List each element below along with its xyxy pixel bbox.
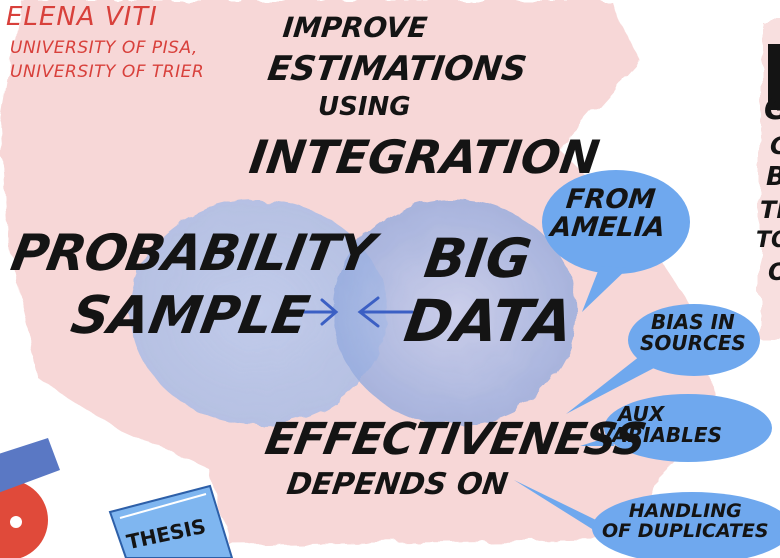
bubble-handling-duplicates — [514, 480, 780, 558]
bubble-from-line-1: FROM — [564, 184, 657, 215]
character-illustration — [0, 438, 60, 558]
title-line-3: USING — [318, 92, 411, 122]
bubble-handling-line-2: OF DUPLICATES — [602, 519, 769, 542]
edge-text-5: TO — [756, 228, 780, 253]
author-name: ELENA VITI — [6, 2, 158, 32]
arrow-right-to-center — [357, 296, 414, 328]
edge-text-1: G — [764, 92, 780, 127]
bubble-aux-line-1: AUX — [618, 402, 665, 426]
venn-left-label-2: SAMPLE — [66, 286, 314, 346]
bubble-bias-line-2: SOURCES — [640, 331, 746, 355]
author-affiliation-1: UNIVERSITY OF PISA, — [10, 38, 198, 58]
bubble-aux-variables — [580, 394, 772, 462]
title-line-2: ESTIMATIONS — [265, 49, 529, 89]
edge-text-4: TI — [760, 196, 780, 224]
author-affiliation-2: UNIVERSITY OF TRIER — [10, 62, 205, 82]
arrow-left-to-center — [288, 298, 339, 326]
bubble-bias-text: BIAS IN SOURCES — [640, 312, 746, 354]
bubble-handling-line-1: HANDLING — [628, 500, 742, 522]
venn-right-circle — [333, 200, 577, 424]
right-edge-mark — [768, 44, 780, 110]
thesis-book — [108, 484, 234, 558]
bubble-from-amelia — [542, 170, 690, 312]
bubble-from-line-2: AMELIA — [548, 212, 667, 244]
edge-text-6: O — [768, 258, 780, 286]
edge-text-3: B — [766, 162, 780, 192]
effectiveness-heading: EFFECTIVENESS — [261, 414, 650, 465]
title-line-4: INTEGRATION — [246, 130, 603, 184]
bubble-aux-line-2: VARIABLES — [598, 423, 722, 447]
venn-left-label-1: PROBABILITY — [6, 224, 379, 282]
title-line-1: IMPROVE — [281, 11, 429, 44]
venn-left-circle — [130, 200, 386, 424]
bubble-from-amelia-text: FROM AMELIA — [548, 184, 669, 244]
edge-text-2: C — [770, 132, 780, 160]
bubble-bias-sources — [566, 304, 760, 414]
bubble-aux-text: AUX VARIABLES — [598, 404, 722, 446]
bubble-bias-line-1: BIAS IN — [651, 310, 735, 334]
bubble-handling-text: HANDLING OF DUPLICATES — [602, 500, 769, 542]
venn-right-label-1: BIG — [420, 227, 536, 290]
depends-on-label: DEPENDS ON — [284, 467, 511, 502]
venn-right-label-2: DATA — [400, 287, 578, 355]
